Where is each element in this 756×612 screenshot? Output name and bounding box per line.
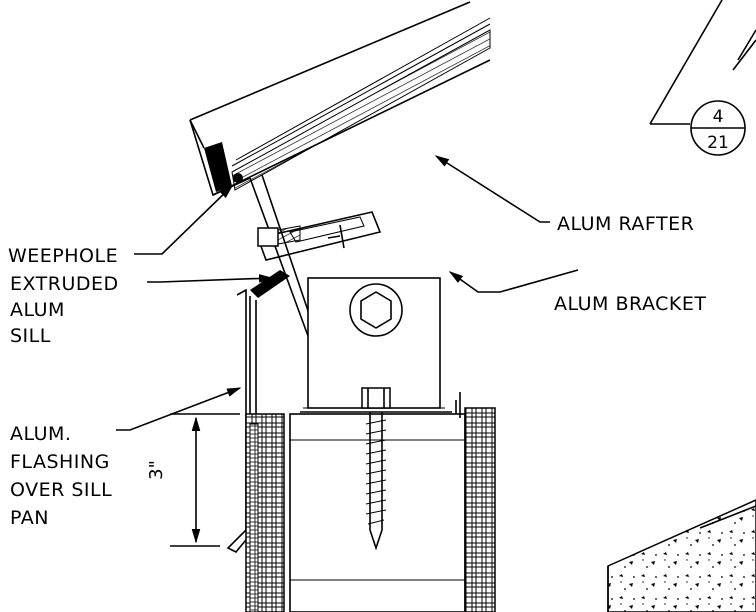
- label-flashing-line-4: PAN: [10, 507, 49, 529]
- label-sill-line-3: SILL: [10, 325, 51, 347]
- dimension-value: 3": [146, 460, 167, 480]
- label-weephole: WEEPHOLE: [8, 245, 118, 267]
- label-bracket: ALUM BRACKET: [554, 293, 706, 315]
- section-tag: 4 21: [649, 0, 756, 156]
- label-flashing-line-1: ALUM.: [10, 423, 71, 445]
- section-number: 4: [713, 107, 724, 127]
- lag-screw: [361, 387, 391, 551]
- label-sill-line-2: ALUM: [10, 299, 65, 321]
- concrete-slab: [607, 499, 756, 612]
- label-sill-line-1: EXTRUDED: [10, 273, 119, 295]
- leaders: [116, 155, 579, 431]
- wall-section: [245, 392, 496, 612]
- extruded-alum-sill: [250, 211, 382, 298]
- label-flashing-line-2: FLASHING: [10, 451, 110, 473]
- label-rafter: ALUM RAFTER: [557, 213, 694, 235]
- alum-bracket: [300, 277, 452, 413]
- dimension-3in: 3": [146, 413, 240, 547]
- section-sheet: 21: [707, 133, 729, 153]
- label-flashing-line-3: OVER SILL: [10, 479, 112, 501]
- weephole-dot: [233, 173, 243, 183]
